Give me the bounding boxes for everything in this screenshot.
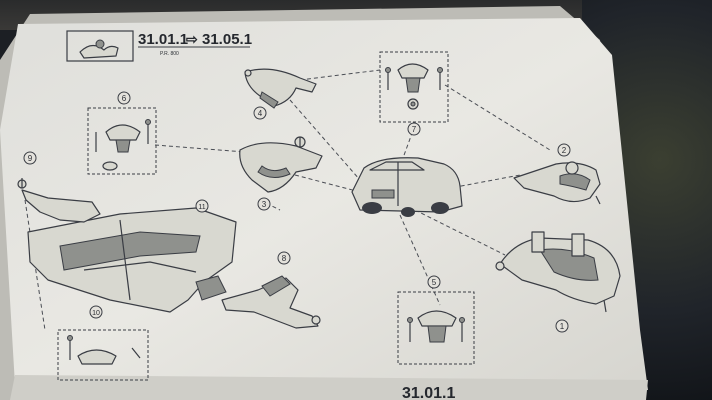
- svg-text:6: 6: [122, 94, 127, 103]
- part-10-box: [57, 329, 149, 381]
- svg-text:10: 10: [92, 310, 100, 317]
- callout-3: 3: [257, 197, 271, 211]
- car-illustration: [351, 157, 463, 217]
- callout-9: 9: [23, 151, 37, 165]
- callout-6: 6: [117, 91, 131, 105]
- svg-text:8: 8: [282, 254, 287, 263]
- header-ref-from: 31.01.1: [138, 31, 188, 48]
- part-6-box: [87, 107, 157, 175]
- header-thumbnail: [66, 30, 134, 62]
- svg-text:9: 9: [28, 154, 33, 163]
- callout-7: 7: [407, 122, 421, 136]
- svg-text:3: 3: [262, 200, 267, 209]
- part-2-arm: [513, 161, 601, 205]
- svg-text:11: 11: [198, 204, 205, 211]
- callout-11: 11: [195, 199, 209, 213]
- part-5-box: [397, 291, 475, 365]
- page-paper: [0, 18, 648, 390]
- part-1-arm: [495, 231, 621, 313]
- callout-2: 2: [557, 143, 571, 157]
- page-bottom-edge: [10, 375, 648, 400]
- svg-text:4: 4: [258, 109, 263, 118]
- callout-8: 8: [277, 251, 291, 265]
- part-3-arm: [239, 136, 323, 193]
- header-sub-ref: P.R. 800: [160, 51, 179, 57]
- footer-ref: 31.01.1: [402, 385, 455, 400]
- part-9-arm: [17, 178, 101, 223]
- callout-1: 1: [555, 319, 569, 333]
- header-arrow: ⇨: [186, 31, 198, 47]
- part-7-box: [379, 51, 449, 123]
- svg-text:1: 1: [560, 322, 565, 331]
- part-11-subframe: [27, 207, 237, 313]
- svg-text:7: 7: [412, 125, 417, 134]
- callout-5: 5: [427, 275, 441, 289]
- part-8-arm: [221, 275, 321, 329]
- header-ref-to: 31.05.1: [202, 31, 252, 48]
- svg-text:5: 5: [432, 278, 437, 287]
- svg-text:2: 2: [562, 146, 567, 155]
- callout-10: 10: [89, 305, 103, 319]
- callout-4: 4: [253, 106, 267, 120]
